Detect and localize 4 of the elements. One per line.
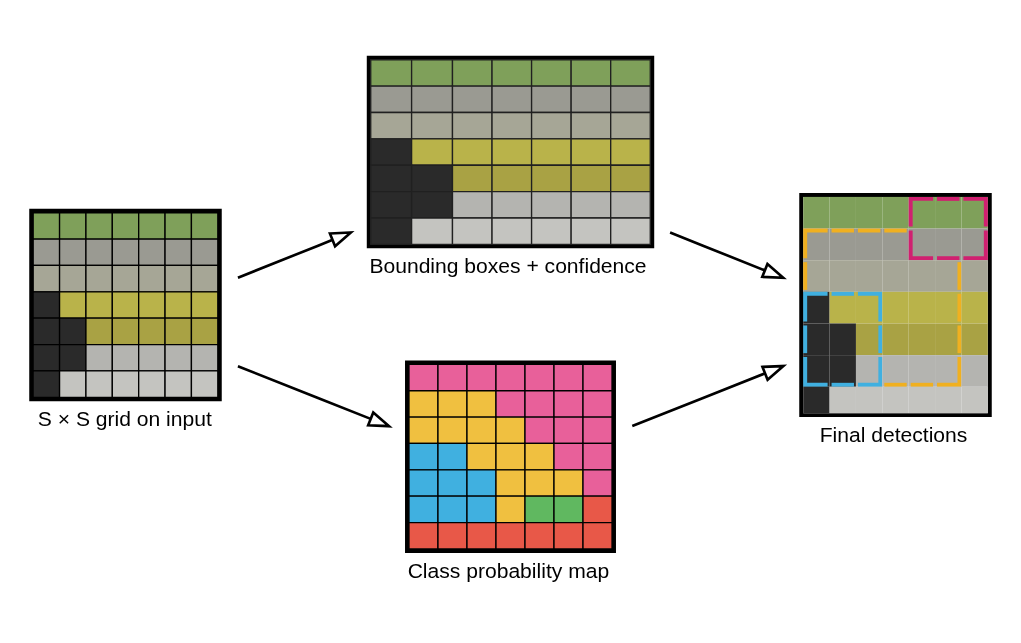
node-label: Bounding boxes + confidence: [369, 254, 647, 278]
node-label: Final detections: [819, 422, 968, 446]
node-label: Class probability map: [407, 558, 610, 582]
node-label: S × S grid on input: [37, 407, 212, 431]
